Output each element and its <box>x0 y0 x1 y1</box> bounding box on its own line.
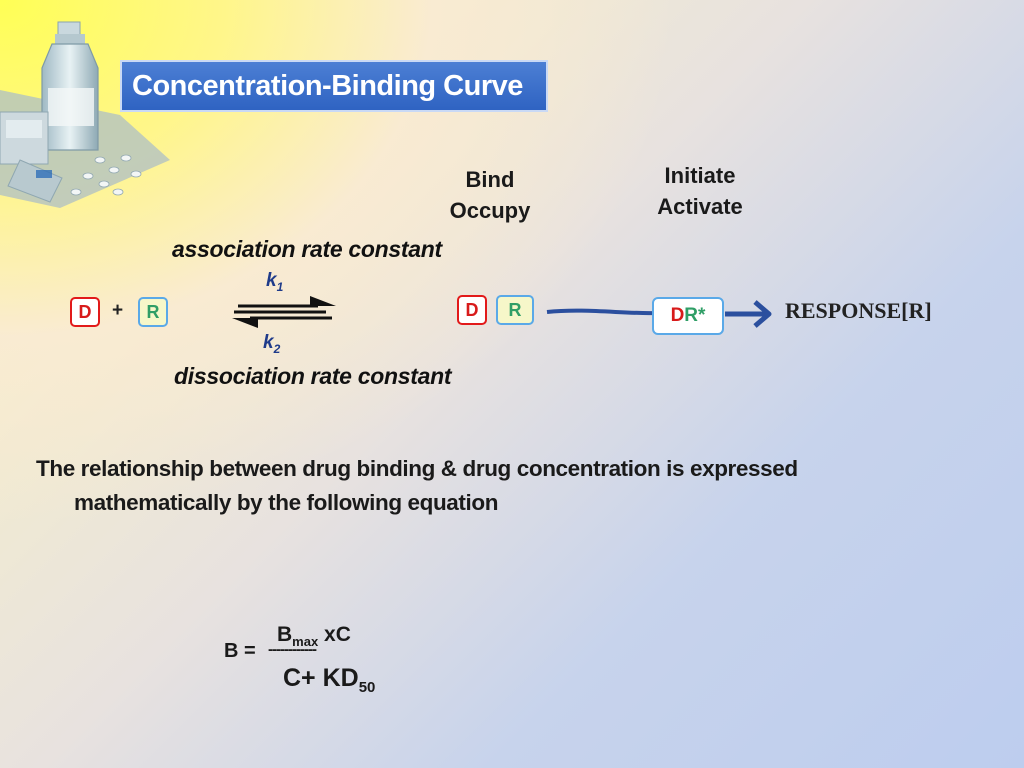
bind-occupy-label: Bind Occupy <box>435 164 545 226</box>
occupy-label: Occupy <box>449 198 531 223</box>
active-complex-box: DR* <box>652 297 724 335</box>
numerator-max-subscript: max <box>292 634 319 650</box>
k2-subscript: 2 <box>273 341 281 356</box>
complex-receptor-box: R <box>496 295 534 325</box>
response-label: RESPONSE[R] <box>785 298 932 323</box>
bind-label: Bind <box>465 167 515 192</box>
dissociation-rate-label: dissociation rate constant <box>174 363 452 389</box>
slide-title: Concentration-Binding Curve <box>120 60 548 112</box>
numerator-b: B <box>277 623 293 646</box>
equation-numerator: Bmax xC <box>277 623 351 649</box>
receptor-box: R <box>138 297 168 327</box>
equation-lhs: B = <box>224 640 256 662</box>
k2-letter: k <box>263 332 274 353</box>
equation-denominator: C+ KD50 <box>283 664 375 696</box>
fraction-bar: ------------ <box>268 641 317 658</box>
equilibrium-arrows-icon <box>232 296 336 328</box>
k2-label: k2 <box>263 332 280 356</box>
pharmacy-illustration <box>0 21 170 208</box>
active-drug-letter: D <box>670 305 685 326</box>
association-rate-label: association rate constant <box>172 236 442 262</box>
k1-subscript: 1 <box>276 279 284 294</box>
drug-box: D <box>70 297 100 327</box>
denominator-subscript: 50 <box>358 679 376 696</box>
activate-label: Activate <box>657 194 743 219</box>
activation-arrow-icon <box>546 300 772 328</box>
complex-drug-box: D <box>457 295 487 325</box>
statement-line-1: The relationship between drug binding & … <box>36 456 798 481</box>
denominator-main: C+ KD <box>283 664 359 692</box>
statement-line-2: mathematically by the following equation <box>74 490 499 515</box>
active-receptor-letter: R* <box>684 305 706 326</box>
plus-sign: + <box>112 300 124 321</box>
k1-letter: k <box>266 270 277 291</box>
initiate-label: Initiate <box>664 163 736 188</box>
initiate-activate-label: Initiate Activate <box>640 160 760 222</box>
k1-label: k1 <box>266 270 283 294</box>
numerator-rest: xC <box>318 623 351 646</box>
relationship-statement: The relationship between drug binding & … <box>36 452 936 520</box>
